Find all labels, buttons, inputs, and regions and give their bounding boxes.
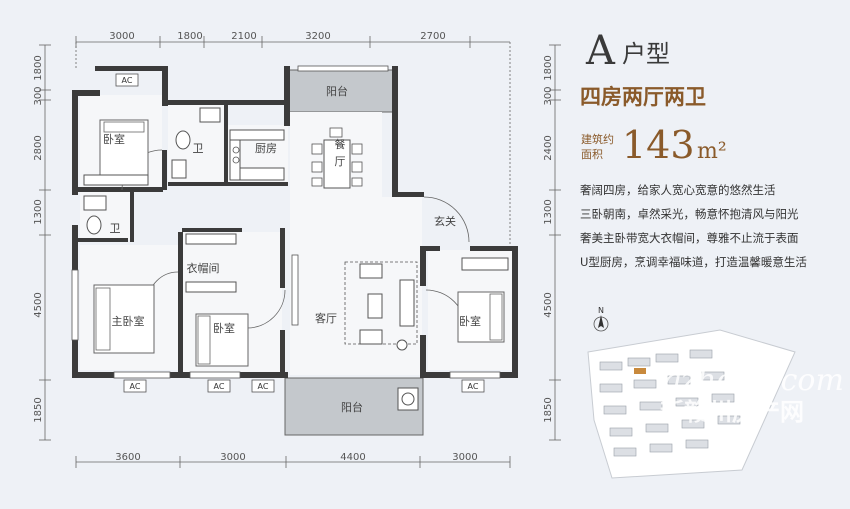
dimension-lines [39, 36, 561, 468]
dim-left-3: 2800 [33, 135, 44, 160]
dim-top-4: 3200 [305, 31, 330, 42]
dim-bottom-2: 3000 [220, 452, 245, 463]
site-map [587, 329, 796, 479]
dim-left-2: 300 [33, 86, 44, 105]
dim-top-5: 2700 [420, 31, 445, 42]
pillow-nw-icon [103, 121, 145, 133]
ac-label-3: AC [214, 382, 225, 391]
dim-right-4: 1300 [543, 199, 554, 224]
dim-left-1: 1800 [33, 55, 44, 80]
dim-top-1: 3000 [109, 31, 134, 42]
kitchen-counter-left [229, 139, 241, 181]
unit-type-suffix: 户型 [622, 40, 670, 68]
walls [72, 66, 518, 378]
site-highlight-building [634, 368, 646, 374]
area-label-2: 面积 [581, 148, 603, 161]
dim-left-4: 1300 [33, 199, 44, 224]
watermark-line-1: gzhomecom [662, 363, 844, 398]
ac-label-2: AC [130, 382, 141, 391]
room-bedroom-mid: 卧室 [213, 321, 235, 335]
pillow-mid-icon [197, 315, 211, 365]
toilet-1-icon [175, 130, 191, 150]
room-bedroom-nw: 卧室 [103, 132, 125, 146]
dim-bottom-1: 3600 [115, 452, 140, 463]
closet-wardrobe-bottom [185, 281, 237, 293]
tv-cabinet-icon [291, 254, 299, 326]
compass-arrow-icon [598, 315, 604, 328]
room-kitchen: 厨房 [255, 142, 277, 155]
room-dining-1: 餐 [335, 137, 346, 151]
wardrobe-nw-icon [83, 174, 149, 186]
dining-table-icon [323, 139, 351, 189]
plant-icon [396, 339, 408, 351]
watermark-line-2: 新赣州房产网 [660, 398, 804, 426]
ac-unit-2-icon [123, 379, 147, 393]
washing-machine-icon [397, 387, 419, 411]
room-living: 客厅 [315, 311, 337, 325]
dim-right-1: 1800 [543, 55, 554, 80]
bed-nw-icon [99, 119, 149, 176]
area-value: 143 [622, 123, 695, 167]
dim-left-6: 1850 [33, 397, 44, 422]
compass-label: N [598, 306, 604, 315]
ac-label-1: AC [122, 76, 133, 85]
area-unit: m² [697, 139, 727, 164]
desc-line-1: 奢阔四房，给家人宽心宽意的悠然生活 [580, 183, 776, 197]
room-closet: 衣帽间 [187, 261, 220, 275]
desc-line-4: U型厨房，烹调幸福味道，打造温馨暖意生活 [580, 255, 807, 269]
pillow-east-icon [489, 293, 503, 341]
kitchen-counter-top [229, 129, 285, 141]
ac-label-5: AC [468, 382, 479, 391]
bed-master-icon [93, 284, 155, 354]
room-bath-2: 卫 [110, 222, 121, 235]
dim-right-6: 1850 [543, 397, 554, 422]
windows [71, 65, 501, 379]
sink-1-icon [199, 107, 221, 123]
coffee-table-icon [367, 293, 383, 319]
unit-subtitle: 四房两厅两卫 [580, 84, 706, 109]
kitchen-counter-bottom [239, 167, 285, 181]
room-bath-1: 卫 [193, 142, 204, 155]
dim-right-3: 2400 [543, 135, 554, 160]
armchair-top-icon [359, 263, 383, 279]
unit-type-letter: A [585, 28, 616, 74]
washing-drum-icon [401, 392, 415, 406]
ac-unit-3-icon [207, 379, 231, 393]
dim-top-2: 1800 [177, 31, 202, 42]
room-master: 主卧室 [112, 314, 145, 328]
pillow-master-icon [95, 287, 111, 351]
room-dining-2: 厅 [335, 155, 346, 168]
ac-label-4: AC [258, 382, 269, 391]
bed-mid-icon [195, 313, 249, 367]
dim-top-3: 2100 [231, 31, 256, 42]
room-balcony-bottom: 阳台 [341, 400, 363, 414]
ac-unit-4-icon [251, 379, 275, 393]
dim-bottom-3: 4400 [340, 452, 365, 463]
bed-east-icon [457, 291, 505, 343]
dim-left-5: 4500 [33, 292, 44, 317]
dining-chairs-icon [311, 127, 363, 187]
room-foyer: 玄关 [434, 214, 456, 228]
sink-2-icon [83, 195, 107, 211]
area-label-1: 建筑约 [581, 132, 614, 146]
ac-units [115, 73, 485, 393]
dim-bottom-4: 3000 [452, 452, 477, 463]
desc-line-3: 奢美主卧带宽大衣帽间，尊雅不止流于表面 [580, 231, 799, 245]
desc-line-2: 三卧朝南，卓然采光，畅意怀抱清风与阳光 [580, 207, 799, 221]
wardrobe-east-icon [461, 257, 509, 271]
room-bedroom-e: 卧室 [459, 314, 481, 328]
toilet-2-icon [86, 215, 102, 235]
ac-unit-1-icon [115, 73, 139, 87]
stove-burner-icon [232, 156, 240, 164]
sofa-icon [399, 279, 415, 327]
closet-wardrobe-top [185, 233, 237, 245]
shower-1-icon [171, 159, 187, 179]
armchair-bottom-icon [359, 329, 383, 345]
ac-unit-5-icon [461, 379, 485, 393]
dim-right-2: 300 [543, 86, 554, 105]
dim-right-5: 4500 [543, 292, 554, 317]
room-balcony-top: 阳台 [326, 84, 348, 98]
stove-icon [232, 146, 240, 154]
